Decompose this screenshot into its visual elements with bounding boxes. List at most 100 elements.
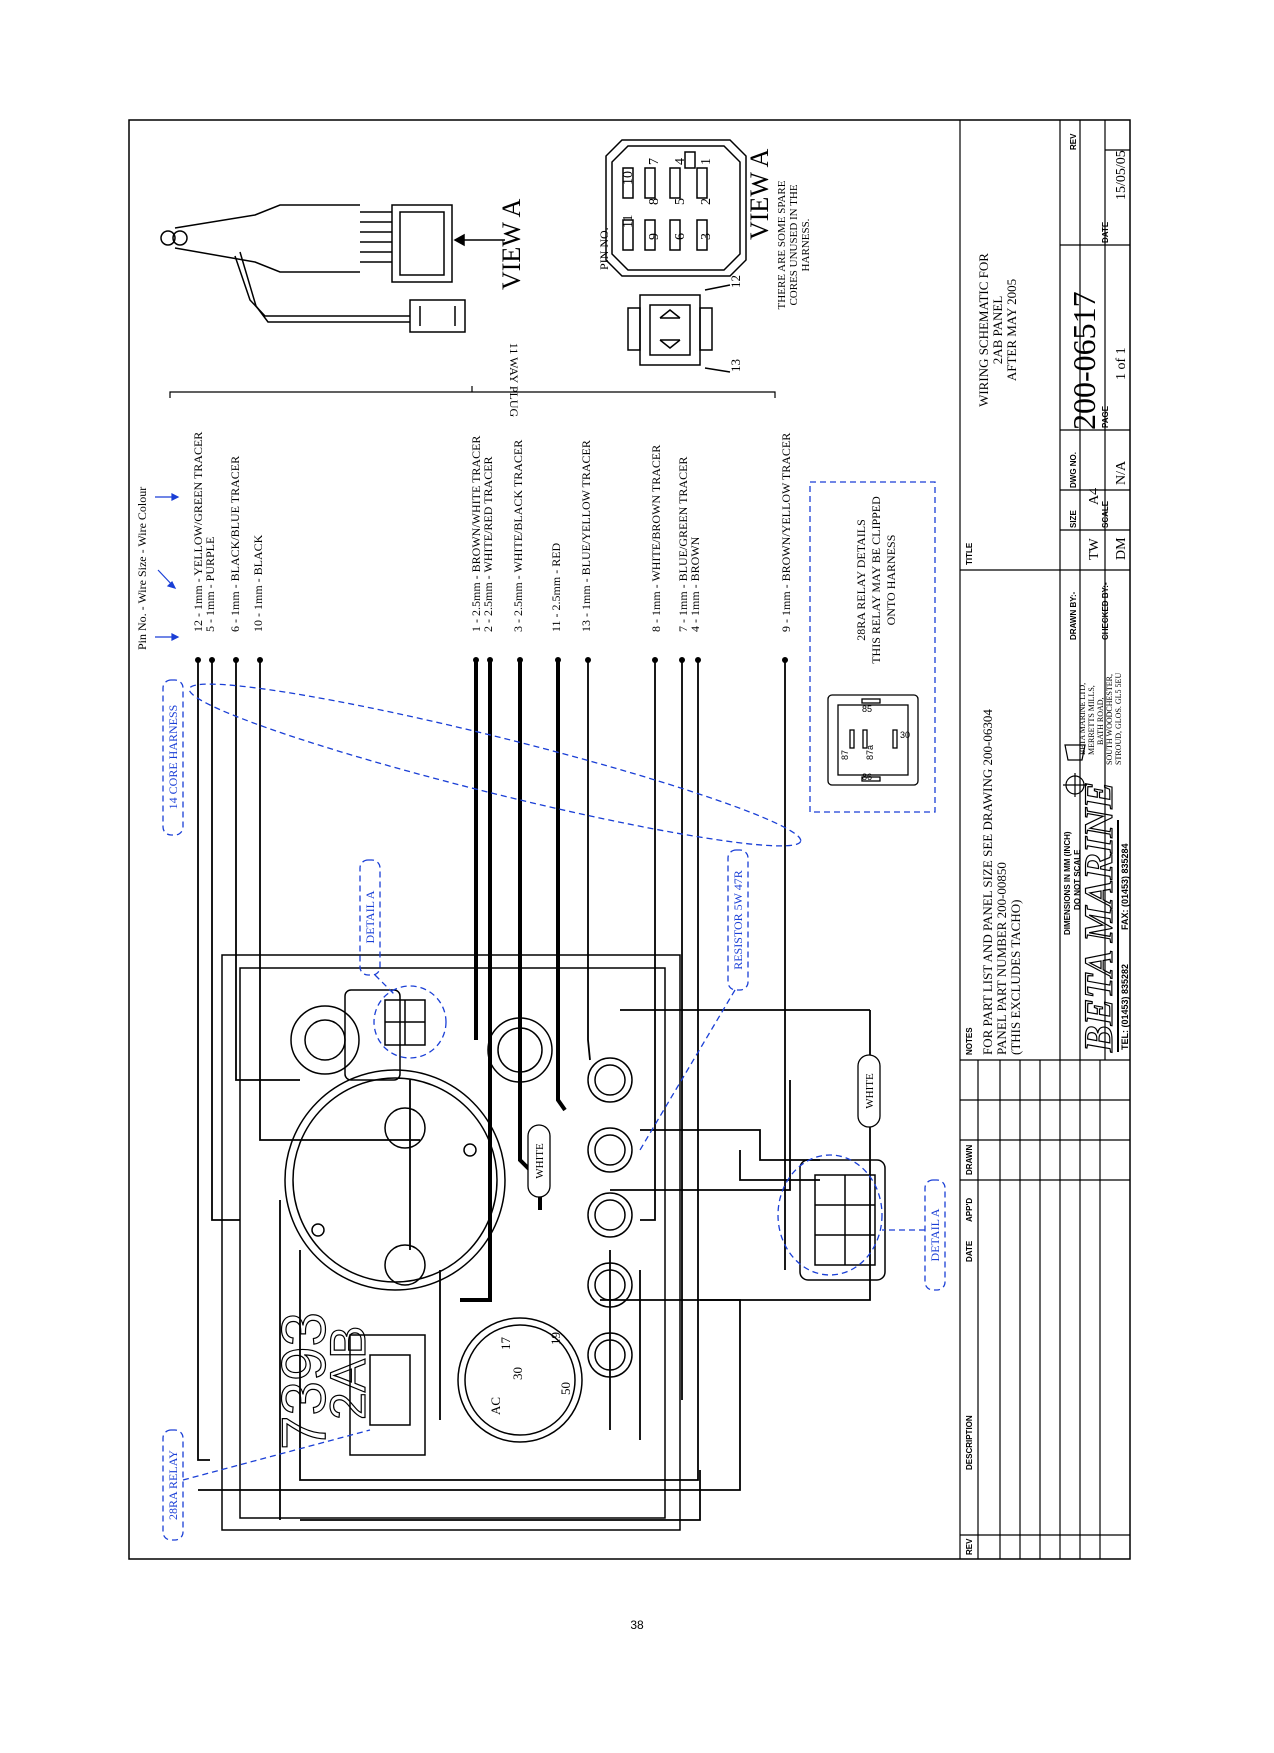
address-line: BETA MARINE LTD, [1078,683,1087,755]
wire-label: 4 - 1mm - BROWN [688,536,702,632]
wire-legend: Pin No. - Wire Size - Wire Colour [135,487,149,650]
aux-pin-12: 12 [728,275,743,288]
pin-number: 1 [699,158,714,165]
title-line: 2AB PANEL [990,296,1005,365]
relay-pin: 30 [900,730,910,740]
pin-number: 4 [673,158,688,165]
title-line: AFTER MAY 2005 [1004,279,1019,381]
terminal-label: 17 [498,1337,513,1351]
wire-label: 8 - 1mm - WHITE/BROWN TRACER [649,445,663,632]
spare-note-line: THERE ARE SOME SPARE [776,180,788,309]
pin-number: 6 [673,233,688,240]
drawn-header: DRAWN [965,1145,974,1175]
instrument-panel [221,954,886,1531]
wire-label: 3 - 2.5mm - WHITE/BLACK TRACER [511,440,525,632]
title-line: WIRING SCHEMATIC FOR [976,253,991,407]
relay-details-box [809,481,936,813]
beta-marine-logo: BETA MARINE [1076,782,1121,1053]
pin-number: 7 [647,158,662,165]
aux-pin-13: 13 [728,359,743,372]
checked-by-value: DM [1114,537,1129,560]
address-line: SOUTH WOODCHESTER, [1105,674,1114,765]
company-address: BETA MARINE LTD, MERRETTS MILLS, BATH RO… [1078,673,1123,765]
relay-details-line: THIS RELAY MAY BE CLIPPED [869,496,883,664]
core-harness-label: 14 CORE HARNESS [166,705,180,810]
relay-details-line: 28RA RELAY DETAILS [854,519,868,641]
size-value: A4 [1087,488,1102,505]
terminal-label: 19 [548,1332,563,1345]
notes-heading: NOTES [965,1027,974,1055]
pin-number: 2 [699,198,714,205]
pin-number: 11 [621,215,636,228]
harness-plug-drawing [160,204,505,333]
pin-no-label: PIN NO. [597,227,611,270]
resistor-label: RESISTOR 5W 47R [731,870,745,970]
appd-header: APP'D [965,1198,974,1222]
note-line: (THIS EXCLUDES TACHO) [1008,900,1023,1055]
relay-diagram [827,694,919,786]
wire-label: 10 - 1mm - BLACK [251,534,265,632]
wire-label: 11 - 2.5mm - RED [549,542,563,632]
terminal-label: 50 [558,1382,573,1395]
pin-number: 5 [673,198,688,205]
pin-number: 10 [621,171,636,185]
drawn-by-label: DRAWN BY:- [1069,591,1078,640]
pin-number: 9 [647,233,662,240]
callout-outlines [162,679,946,1541]
fax-number: FAX: (01453) 835284 [1120,843,1130,930]
wire-dots [195,657,788,663]
pin-number: 8 [647,198,662,205]
wire-label: 1 - 2.5mm - BROWN/WHITE TRACER [469,436,483,632]
dwg-no-label: DWG NO. [1069,452,1078,488]
panel-model: 2AB [320,1325,376,1420]
title-block-fields: DRAWN BY:- CHECKED BY:- SIZE DWG NO. SCA… [1069,221,1110,640]
relay-pin: 85 [862,704,872,714]
note-line: PANEL PART NUMBER 200-00850 [994,862,1009,1055]
white-wire-tags [527,1054,881,1198]
date-value: 15/05/05 [1114,150,1129,200]
switch-terminals: 17 30 19 50 AC [488,1332,573,1415]
page-value: 1 of 1 [1114,347,1129,380]
wire-label: 12 - 1mm - YELLOW/GREEN TRACER [191,432,205,632]
revision-table: REV DESCRIPTION DATE APP'D DRAWN [965,1145,974,1555]
relay-pin: 87a [865,745,875,760]
aux-plug-view [627,284,731,373]
plug-label: 11 WAY PLUG [507,343,521,418]
tel-number: TEL: (01453) 835282 [1120,964,1130,1050]
dimensions-note: DIMENSIONS IN MM (INCH) [1063,831,1072,935]
do-not-scale-note: DO NOT SCALE [1073,849,1082,910]
relay-details-text: 28RA RELAY DETAILS THIS RELAY MAY BE CLI… [854,496,898,664]
view-a-label-top: VIEW A [497,199,526,290]
spare-cores-note: THERE ARE SOME SPARE CORES UNUSED IN THE… [776,180,812,309]
size-label: SIZE [1069,510,1078,528]
scale-value: N/A [1114,460,1129,485]
date-label: DATE [1101,221,1110,243]
address-line: MERRETTS MILLS, [1087,685,1096,755]
note-line: FOR PART LIST AND PANEL SIZE SEE DRAWING… [980,709,995,1055]
pin-number: 3 [699,233,714,240]
description-header: DESCRIPTION [965,1415,974,1470]
relay-pin: 87 [840,750,850,760]
panel-part-number: 7393 [270,1312,339,1450]
rev-label: REV [1069,133,1078,150]
white-tag-1: WHITE [534,1143,546,1179]
relay-pin: 86 [862,772,872,782]
detail-a-top-label: DETAIL A [363,890,377,943]
wire-label: 7 - 1mm - BLUE/GREEN TRACER [676,457,690,632]
wire-label: 5 - 1mm - PURPLE [203,537,217,632]
callout-labels: 14 CORE HARNESS DETAIL A RESISTOR 5W 47R… [166,705,942,1520]
relay-label: 28RA RELAY [166,1450,180,1520]
terminal-label: AC [488,1397,503,1415]
address-line: BATH ROAD, [1096,697,1105,745]
plug-face-view [605,139,747,277]
relay-pin-labels: 85 87 87a 30 86 [840,704,910,782]
rev-header: REV [965,1538,974,1555]
wire-label: 13 - 1mm - BLUE/YELLOW TRACER [579,440,593,632]
page-label: PAGE [1101,405,1110,428]
relay-details-line: ONTO HARNESS [884,535,898,626]
drawing-title: WIRING SCHEMATIC FOR 2AB PANEL AFTER MAY… [976,253,1019,407]
spare-note-line: HARNESS. [800,218,812,271]
plug-pin-numbers: 10 11 9 8 7 6 5 4 3 2 1 [621,158,714,240]
wire-label: 6 - 1mm - BLACK/BLUE TRACER [228,456,242,632]
